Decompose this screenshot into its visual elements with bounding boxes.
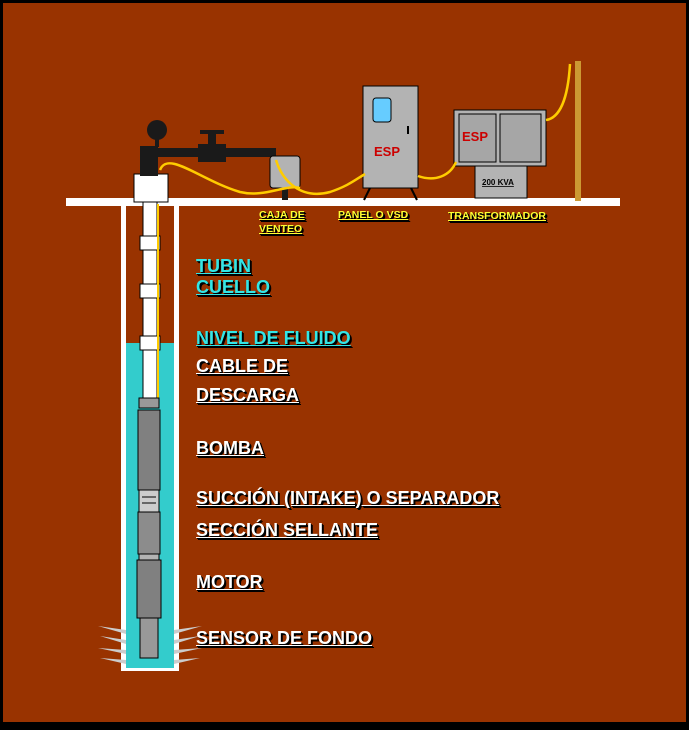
valve xyxy=(198,144,226,162)
label-sensor-de-fondo: SENSOR DE FONDO xyxy=(196,628,373,648)
tubing-collar xyxy=(139,335,161,351)
transformer: ESP 200 KVA xyxy=(453,109,547,199)
label-panel-vsd: PANEL O VSD xyxy=(338,209,409,221)
pump xyxy=(137,409,161,491)
label-motor: MOTOR xyxy=(196,572,263,592)
transformer-base xyxy=(474,165,528,199)
label-caja-de-venteo-line2: VENTEO xyxy=(259,223,303,235)
seal-section xyxy=(137,511,161,555)
label-transformador: TRANSFORMADOR xyxy=(448,210,546,222)
label-descarga: DESCARGA xyxy=(196,385,300,405)
vsd-panel: ESP xyxy=(362,85,419,201)
label-cuello: CUELLO xyxy=(196,277,270,297)
panel-screen xyxy=(372,97,392,123)
panel-logo: ESP xyxy=(374,144,400,159)
label-bomba: BOMBA xyxy=(196,438,264,458)
transformer-rating: 200 KVA xyxy=(482,178,514,187)
label-succion: SUCCIÓN (INTAKE) O SEPARADOR xyxy=(196,488,500,508)
bottom-sensor xyxy=(139,617,159,659)
label-tubin: TUBIN xyxy=(196,256,251,276)
motor xyxy=(136,559,162,619)
label-cable-de: CABLE DE xyxy=(196,356,289,376)
ground-surface xyxy=(66,198,620,206)
surface-cables xyxy=(158,63,572,195)
pressure-gauge xyxy=(147,120,167,140)
label-seccion-sellante: SECCIÓN SELLANTE xyxy=(196,520,379,540)
background xyxy=(3,3,686,722)
esp-assembly xyxy=(136,397,162,659)
tubing-collar xyxy=(139,283,161,299)
intake xyxy=(138,489,160,513)
transformer-logo: ESP xyxy=(462,129,488,144)
label-caja-de-venteo-line1: CAJA DE xyxy=(259,209,305,221)
perforations xyxy=(98,626,202,664)
tubing-collar xyxy=(139,235,161,251)
wellhead-piping xyxy=(140,120,276,176)
utility-pole xyxy=(575,61,581,201)
tubing-string xyxy=(139,201,161,403)
label-nivel-de-fluido: NIVEL DE FLUIDO xyxy=(196,328,351,348)
wellhead xyxy=(133,173,169,203)
